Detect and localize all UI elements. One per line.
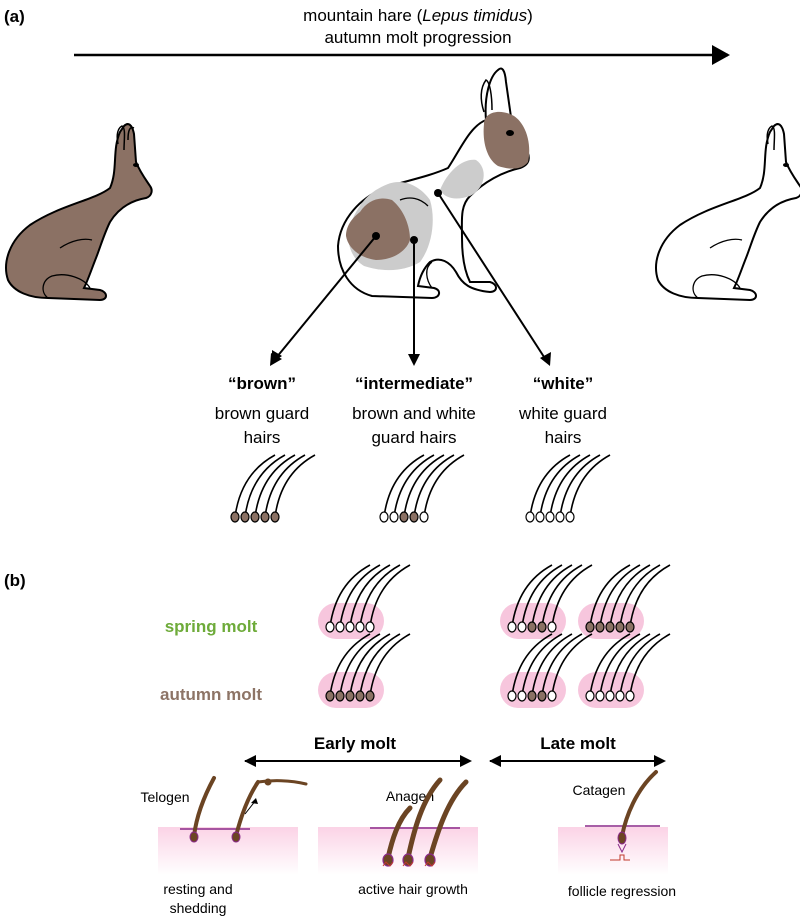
panel-a-title-line1: mountain hare (Lepus timidus) xyxy=(303,6,533,25)
autumn-tuft-late-2 xyxy=(578,633,671,708)
spring-tuft-early xyxy=(318,564,411,639)
category-intermediate-name: “intermediate” xyxy=(355,374,473,393)
hair-tuft-white xyxy=(525,454,611,523)
category-white-desc2: hairs xyxy=(545,428,582,447)
arrow-to-brown xyxy=(275,235,377,359)
category-white-desc1: white guard xyxy=(518,404,607,423)
hair-tuft-intermediate xyxy=(379,454,465,523)
category-brown-desc1: brown guard xyxy=(215,404,310,423)
anagen-follicles xyxy=(370,777,469,867)
stage-catagen-name: Catagen xyxy=(573,782,626,798)
intermediate-hare xyxy=(336,67,530,300)
category-intermediate-desc1: brown and white xyxy=(352,404,476,423)
category-brown-desc2: hairs xyxy=(244,428,281,447)
early-molt-label: Early molt xyxy=(314,734,397,753)
stage-catagen-desc1: follicle regression xyxy=(568,883,676,899)
category-intermediate-desc2: guard hairs xyxy=(371,428,456,447)
stage-anagen-name: Anagen xyxy=(386,788,434,804)
arrow-to-white xyxy=(437,192,547,361)
telogen-follicles xyxy=(180,776,308,843)
skin-telogen xyxy=(158,827,298,875)
autumn-molt-label: autumn molt xyxy=(160,685,262,704)
stage-telogen-desc2: shedding xyxy=(170,900,227,916)
stage-anagen-desc1: active hair growth xyxy=(358,881,468,897)
white-hare xyxy=(655,123,800,302)
spring-tuft-late-1 xyxy=(500,564,593,639)
stage-telogen-desc1: resting and xyxy=(163,881,232,897)
stage-telogen-name: Telogen xyxy=(140,789,189,805)
brown-hare xyxy=(5,123,153,302)
category-white-name: “white” xyxy=(533,374,593,393)
panel-a-label: (a) xyxy=(4,7,25,26)
skin-catagen xyxy=(558,827,668,875)
spring-molt-label: spring molt xyxy=(165,617,258,636)
category-brown-name: “brown” xyxy=(228,374,296,393)
skin-anagen xyxy=(318,827,478,875)
autumn-tuft-early xyxy=(318,633,411,708)
late-molt-label: Late molt xyxy=(540,734,616,753)
panel-b-label: (b) xyxy=(4,571,26,590)
spring-tuft-late-2 xyxy=(578,564,671,639)
progression-arrowhead xyxy=(712,45,730,65)
hair-tuft-brown xyxy=(230,454,316,523)
autumn-tuft-late-1 xyxy=(500,633,593,708)
catagen-follicle xyxy=(585,770,660,861)
panel-a-title-line2: autumn molt progression xyxy=(324,28,511,47)
